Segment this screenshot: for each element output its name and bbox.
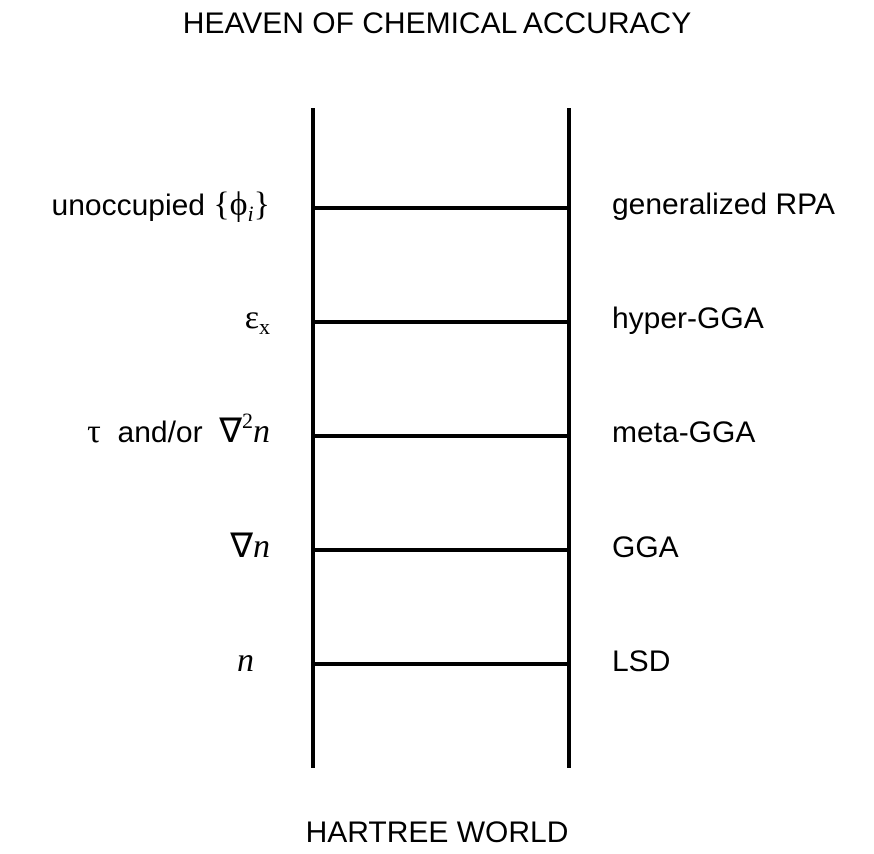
density-symbol: n bbox=[253, 528, 270, 565]
ladder-rung-4 bbox=[311, 320, 571, 324]
nabla-symbol: ∇ bbox=[219, 413, 242, 450]
ladder-rung-2 bbox=[311, 548, 571, 552]
density-symbol: n bbox=[237, 642, 254, 679]
ingredient-density: n bbox=[237, 643, 254, 680]
ladder-rung-3 bbox=[311, 434, 571, 438]
epsilon-symbol: ε bbox=[244, 299, 259, 336]
approximation-lsd: LSD bbox=[612, 645, 671, 678]
ladder-rung-1 bbox=[311, 662, 571, 666]
top-label: HEAVEN OF CHEMICAL ACCURACY bbox=[182, 7, 692, 40]
nabla-symbol: ∇ bbox=[230, 528, 253, 565]
approximation-generalized-rpa: generalized RPA bbox=[612, 188, 835, 221]
ingredient-exact-exchange: εx bbox=[244, 299, 270, 339]
density-symbol: n bbox=[253, 413, 270, 450]
orbital-symbol: ϕ bbox=[229, 186, 248, 223]
ladder-right-rail bbox=[567, 108, 571, 768]
approximation-meta-gga: meta-GGA bbox=[612, 416, 756, 449]
bottom-label: HARTREE WORLD bbox=[305, 816, 569, 849]
ingredient-prefix: unoccupied bbox=[51, 189, 214, 222]
and-or-connector: and/or bbox=[100, 416, 220, 449]
ingredient-density-gradient: ∇n bbox=[230, 529, 270, 566]
tau-symbol: τ bbox=[87, 413, 101, 450]
approximation-hyper-gga: hyper-GGA bbox=[612, 302, 764, 335]
brace-close: } bbox=[253, 186, 270, 223]
ladder-rung-5 bbox=[311, 206, 571, 210]
orbital-index: i bbox=[247, 201, 254, 226]
brace-open: { bbox=[213, 186, 230, 223]
ingredient-unoccupied-orbitals: unoccupied {ϕi} bbox=[51, 186, 270, 226]
ladder-left-rail bbox=[311, 108, 315, 768]
laplacian-exponent: 2 bbox=[242, 408, 253, 433]
exchange-subscript: x bbox=[259, 314, 270, 339]
approximation-gga: GGA bbox=[612, 531, 679, 564]
ingredient-kinetic-laplacian: τ and/or ∇2n bbox=[87, 410, 270, 451]
